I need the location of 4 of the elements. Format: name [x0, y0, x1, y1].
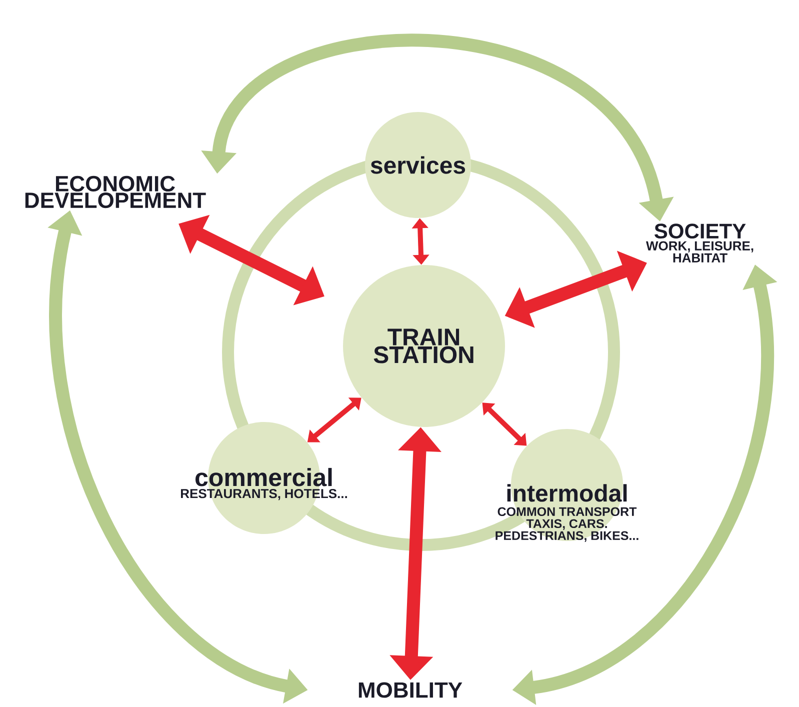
topic-label: MOBILITY: [358, 682, 462, 698]
topic-label: SOCIETY WORK, LEISURE, HABITAT: [646, 224, 754, 262]
topic-label: ECONOMIC DEVELOPEMENT: [25, 176, 206, 208]
double-arrow: [482, 402, 527, 446]
